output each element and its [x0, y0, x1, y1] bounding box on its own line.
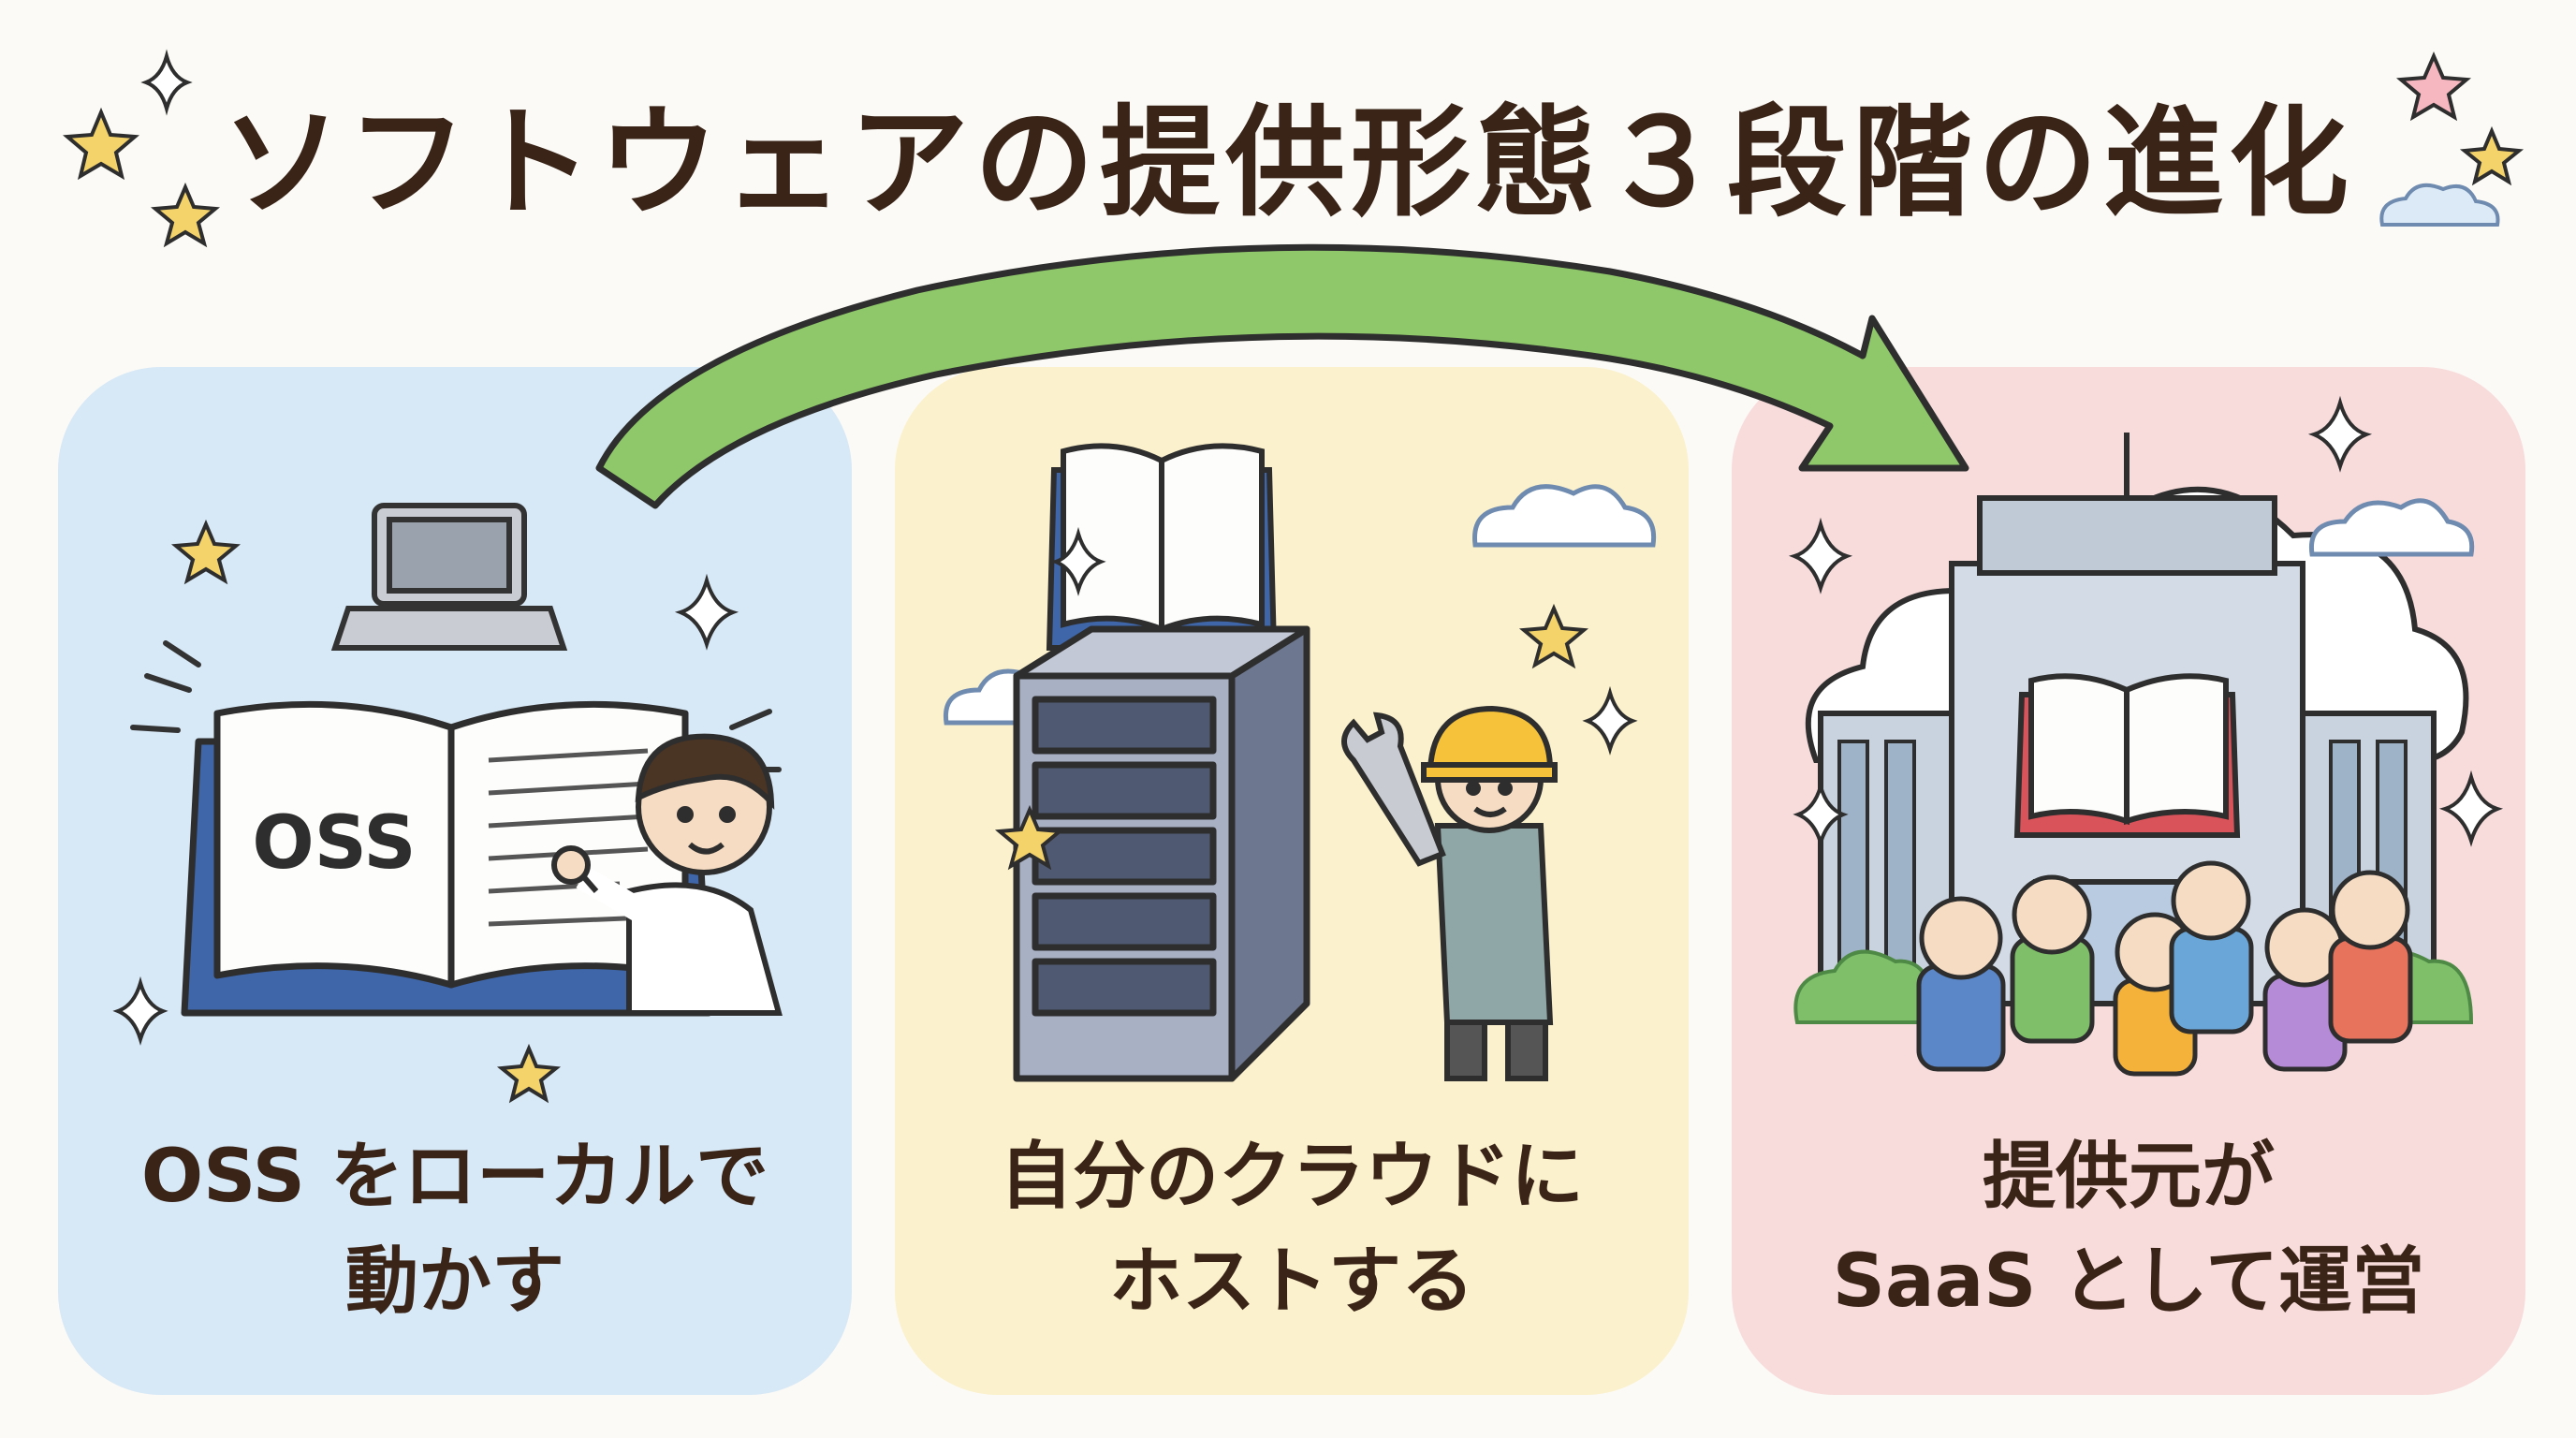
stage-3-caption-line-1: 提供元が — [1732, 1125, 2525, 1228]
stage-2-illustration — [895, 367, 1689, 1097]
oss-book-label: OSS — [252, 801, 416, 886]
stage-1-illustration: OSS — [58, 367, 852, 1097]
open-book-icon — [1049, 446, 1274, 648]
stage-2-caption-line-1: 自分のクラウドに — [895, 1125, 1689, 1228]
stage-2-caption-line-2: ホストする — [895, 1230, 1689, 1333]
stage-1-caption-line-2: 動かす — [58, 1230, 852, 1333]
stage-panel-vendor-saas: 提供元が SaaS として運営 — [1732, 367, 2525, 1395]
stage-panel-local-oss: OSS OSS をローカルで 動かす — [58, 367, 852, 1395]
stage-1-caption-line-1: OSS をローカルで — [58, 1125, 852, 1228]
worker-icon — [1424, 709, 1555, 1078]
stage-panel-self-hosted-cloud: 自分のクラウドに ホストする — [895, 367, 1689, 1395]
wrench-icon — [1344, 715, 1442, 863]
server-rack-icon — [1017, 629, 1307, 1078]
cloud-icon — [2311, 501, 2471, 554]
page-title: ソフトウェアの提供形態３段階の進化 — [0, 66, 2576, 239]
laptop-icon — [335, 506, 564, 648]
stage-3-caption-line-2: SaaS として運営 — [1732, 1230, 2525, 1333]
stage-3-illustration — [1732, 367, 2525, 1097]
open-book-icon — [2017, 676, 2237, 835]
